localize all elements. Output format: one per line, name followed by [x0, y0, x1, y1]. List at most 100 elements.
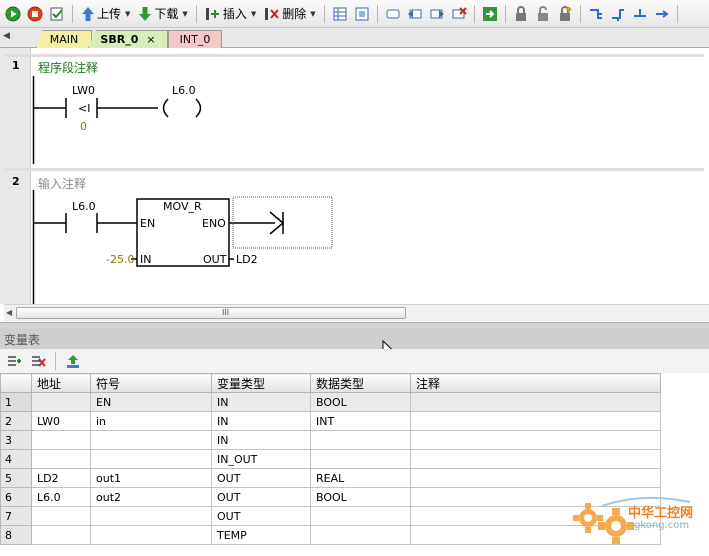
cell-address[interactable]	[31, 525, 91, 545]
row-number[interactable]: 2	[0, 411, 32, 431]
output-coil[interactable]	[162, 98, 202, 118]
cell-data-type[interactable]: REAL	[310, 468, 411, 488]
lock-add-icon[interactable]	[555, 4, 575, 24]
cell-symbol[interactable]: out2	[90, 487, 212, 507]
column-header-var-type[interactable]: 变量类型	[211, 373, 311, 393]
cell-data-type[interactable]	[310, 430, 411, 450]
cell-address[interactable]	[31, 506, 91, 526]
upload-button[interactable]: 上传 ▼	[78, 4, 133, 24]
cell-comment[interactable]	[410, 411, 661, 431]
remove-box-icon[interactable]	[449, 4, 469, 24]
stop-icon[interactable]	[25, 4, 45, 24]
lock-icon[interactable]	[511, 4, 531, 24]
row-number[interactable]: 6	[0, 487, 32, 507]
row-number[interactable]: 5	[0, 468, 32, 488]
compare-contact[interactable]	[33, 98, 158, 118]
cell-comment[interactable]	[410, 430, 661, 450]
close-icon[interactable]: ×	[146, 33, 156, 46]
branch-down-icon[interactable]	[608, 4, 628, 24]
cell-symbol[interactable]	[90, 525, 212, 545]
tab-sbr-0[interactable]: SBR_0 ×	[88, 30, 168, 48]
row-number[interactable]: 8	[0, 525, 32, 545]
column-header-data-type[interactable]: 数据类型	[310, 373, 411, 393]
download-button[interactable]: 下载 ▼	[135, 4, 190, 24]
network-1-comment[interactable]: 程序段注释	[38, 61, 99, 75]
table-row[interactable]: 5 LD2 out1 OUT REAL	[0, 468, 661, 488]
table-row[interactable]: 3 IN	[0, 430, 661, 450]
insert-button[interactable]: 插入 ▼	[202, 4, 259, 24]
chevron-down-icon[interactable]: ▼	[250, 9, 257, 18]
network-icon[interactable]	[330, 4, 350, 24]
cell-address[interactable]: LW0	[31, 411, 91, 431]
run-icon[interactable]	[3, 4, 23, 24]
cell-var-type[interactable]: IN_OUT	[211, 449, 311, 469]
line-up-icon[interactable]	[630, 4, 650, 24]
cell-comment[interactable]	[410, 449, 661, 469]
cell-data-type[interactable]	[310, 525, 411, 545]
goto-icon[interactable]	[480, 4, 500, 24]
cell-symbol[interactable]: EN	[90, 392, 212, 412]
cell-symbol[interactable]: out1	[90, 468, 212, 488]
cell-data-type[interactable]: BOOL	[310, 392, 411, 412]
mov-r-box[interactable]	[131, 198, 285, 267]
cell-data-type[interactable]	[310, 506, 411, 526]
cell-var-type[interactable]: OUT	[211, 468, 311, 488]
delete-button[interactable]: 删除 ▼	[261, 4, 318, 24]
cell-data-type[interactable]	[310, 449, 411, 469]
network-2-comment[interactable]: 输入注释	[38, 177, 87, 191]
cell-address[interactable]	[31, 449, 91, 469]
row-number[interactable]: 1	[0, 392, 32, 412]
panel-splitter[interactable]	[0, 322, 709, 329]
chevron-down-icon[interactable]: ▼	[310, 9, 316, 18]
cell-symbol[interactable]	[90, 430, 212, 450]
branch-up-icon[interactable]	[586, 4, 606, 24]
table-row[interactable]: 4 IN_OUT	[0, 449, 661, 469]
arrow-left-box-icon[interactable]	[405, 4, 425, 24]
cell-address[interactable]	[31, 430, 91, 450]
column-header-comment[interactable]: 注释	[410, 373, 661, 393]
tab-main[interactable]: MAIN	[36, 30, 92, 48]
cell-var-type[interactable]: IN	[211, 430, 311, 450]
cell-address[interactable]: L6.0	[31, 487, 91, 507]
arrow-right-box-icon[interactable]	[427, 4, 447, 24]
scroll-left-icon[interactable]: ◀	[6, 308, 13, 317]
table-row[interactable]: 1 EN IN BOOL	[0, 392, 661, 412]
chevron-down-icon[interactable]: ▼	[125, 9, 131, 18]
cell-address[interactable]: LD2	[31, 468, 91, 488]
cell-symbol[interactable]	[90, 449, 212, 469]
cell-var-type[interactable]: IN	[211, 392, 311, 412]
network-config-icon[interactable]	[352, 4, 372, 24]
cell-data-type[interactable]: INT	[310, 411, 411, 431]
cell-comment[interactable]	[410, 468, 661, 488]
row-number[interactable]: 7	[0, 506, 32, 526]
column-header-address[interactable]: 地址	[31, 373, 91, 393]
selection-box[interactable]	[232, 196, 333, 249]
box-icon[interactable]	[383, 4, 403, 24]
cell-address[interactable]	[31, 392, 91, 412]
row-number[interactable]: 4	[0, 449, 32, 469]
cell-data-type[interactable]: BOOL	[310, 487, 411, 507]
insert-row-icon[interactable]	[4, 351, 24, 371]
tab-scroll-left-icon[interactable]: ◀	[3, 31, 10, 41]
tab-int-0[interactable]: INT_0	[168, 30, 222, 48]
cell-var-type[interactable]: IN	[211, 411, 311, 431]
cell-symbol[interactable]	[90, 506, 212, 526]
scrollbar-thumb[interactable]: III	[16, 307, 406, 319]
column-header-symbol[interactable]: 符号	[90, 373, 212, 393]
compile-icon[interactable]	[47, 4, 67, 24]
cell-var-type[interactable]: OUT	[211, 506, 311, 526]
cell-var-type[interactable]: TEMP	[211, 525, 311, 545]
table-row[interactable]: 6 L6.0 out2 OUT BOOL	[0, 487, 661, 507]
program-editor[interactable]: 1 程序段注释 2 输入注释	[0, 48, 709, 322]
cell-symbol[interactable]: in	[90, 411, 212, 431]
table-row[interactable]: 7 OUT	[0, 506, 661, 526]
table-row[interactable]: 2 LW0 in IN INT	[0, 411, 661, 431]
delete-row-icon[interactable]	[28, 351, 48, 371]
horizontal-scrollbar[interactable]: ◀ III	[4, 304, 709, 321]
unlock-icon[interactable]	[533, 4, 553, 24]
cell-comment[interactable]	[410, 392, 661, 412]
table-row[interactable]: 8 TEMP	[0, 525, 661, 545]
update-icon[interactable]	[63, 351, 83, 371]
row-number[interactable]: 3	[0, 430, 32, 450]
line-right-icon[interactable]	[652, 4, 672, 24]
